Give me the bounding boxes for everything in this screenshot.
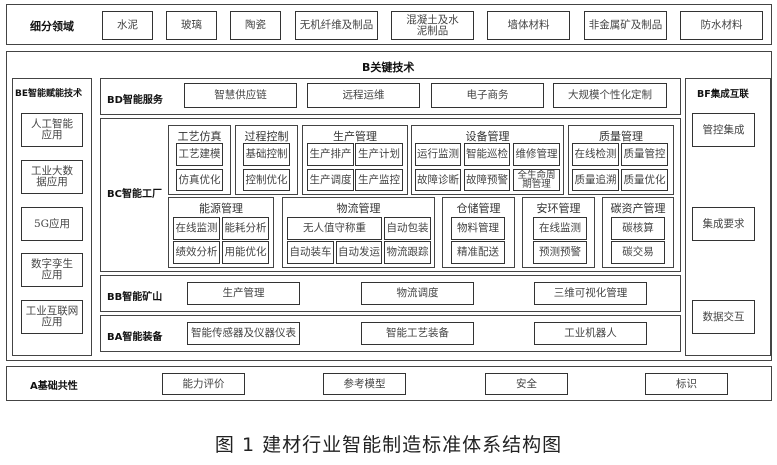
ba-item: 工业机器人	[534, 322, 647, 345]
bc-item: 智能巡检	[464, 143, 510, 166]
bc-item: 故障诊断	[415, 169, 461, 191]
bc-item: 质量优化	[621, 169, 668, 191]
bc-item: 生产调度	[307, 169, 354, 191]
a-title: A基础共性	[30, 381, 78, 392]
be-item: 人工智能应用	[21, 113, 83, 147]
a-item: 参考模型	[323, 373, 406, 395]
bf-item: 集成要求	[692, 207, 755, 241]
be-item: 工业大数据应用	[21, 160, 83, 194]
bd-item: 电子商务	[431, 83, 544, 108]
bc-item: 精准配送	[451, 241, 505, 264]
bf-item: 管控集成	[692, 113, 755, 147]
bc-item: 能耗分析	[222, 217, 269, 240]
segment-box: 墙体材料	[487, 11, 570, 40]
bc-item: 维修管理	[513, 143, 560, 166]
bc-item: 生产计划	[355, 143, 403, 166]
bb-item: 生产管理	[187, 282, 300, 305]
group-title: 能源管理	[199, 202, 243, 215]
bc-item: 质量追溯	[572, 169, 619, 191]
figure-caption: 图 1 建材行业智能制造标准体系结构图	[214, 434, 563, 456]
be-item: 5G应用	[21, 207, 83, 241]
ba-item: 智能工艺装备	[361, 322, 474, 345]
segment-box: 非金属矿及制品	[584, 11, 667, 40]
segment-box: 玻璃	[166, 11, 217, 40]
be-item: 数字孪生应用	[21, 253, 83, 287]
bc-item: 用能优化	[222, 241, 269, 264]
bc-item: 物料管理	[451, 217, 505, 240]
bc-item: 在线检测	[572, 143, 619, 166]
bd-item: 远程运维	[307, 83, 420, 108]
bc-item: 在线监测	[533, 217, 587, 240]
a-item: 能力评价	[162, 373, 245, 395]
bd-title: BD智能服务	[107, 95, 163, 106]
bc-item: 碳交易	[611, 241, 665, 264]
group-title: 生产管理	[333, 130, 377, 143]
group-title: 工艺仿真	[177, 130, 222, 143]
bc-item: 控制优化	[243, 169, 290, 191]
bc-item: 在线监测	[173, 217, 220, 240]
key-tech-title: B关键技术	[362, 61, 415, 74]
a-item: 标识	[645, 373, 728, 395]
bc-item: 预测预警	[533, 241, 587, 264]
bc-item: 无人值守称重	[287, 217, 382, 240]
segments-label: 细分领域	[30, 20, 74, 33]
bc-item: 质量管控	[621, 143, 668, 166]
bc-item: 碳核算	[611, 217, 665, 240]
group-title: 安环管理	[536, 202, 581, 215]
bc-item: 运行监测	[415, 143, 461, 166]
segment-box: 陶瓷	[230, 11, 281, 40]
bf-title: BF集成互联	[697, 89, 749, 100]
ba-item: 智能传感器及仪器仪表	[187, 322, 300, 345]
segment-box: 防水材料	[680, 11, 763, 40]
bd-item: 智慧供应链	[184, 83, 297, 108]
segment-box: 混凝土及水泥制品	[391, 11, 474, 40]
bc-item: 仿真优化	[176, 169, 223, 191]
a-item: 安全	[485, 373, 568, 395]
bf-item: 数据交互	[692, 300, 755, 334]
bb-item: 三维可视化管理	[534, 282, 647, 305]
bc-item: 生产监控	[355, 169, 403, 191]
bc-item: 故障预警	[464, 169, 510, 191]
bb-item: 物流调度	[361, 282, 474, 305]
bc-item: 自动包装	[384, 217, 431, 240]
group-title: 过程控制	[244, 130, 289, 143]
ba-title: BA智能装备	[107, 332, 163, 343]
group-title: 碳资产管理	[610, 202, 666, 215]
group-title: 质量管理	[599, 130, 643, 143]
group-title: 设备管理	[465, 130, 510, 143]
segment-box: 水泥	[102, 11, 153, 40]
bc-item: 绩效分析	[173, 241, 220, 264]
group-title: 物流管理	[336, 202, 381, 215]
be-item: 工业互联网应用	[21, 300, 83, 334]
be-title: BE智能赋能技术	[15, 89, 83, 99]
bc-item: 基础控制	[243, 143, 290, 166]
bc-item: 物流跟踪	[384, 241, 431, 264]
bc-item: 自动装车	[287, 241, 334, 264]
bb-title: BB智能矿山	[107, 292, 163, 303]
bc-item: 全生命周期管理	[513, 169, 560, 191]
bc-title: BC智能工厂	[107, 189, 162, 200]
group-title: 仓储管理	[456, 202, 501, 215]
bc-item: 工艺建模	[176, 143, 223, 166]
bd-item: 大规模个性化定制	[553, 83, 667, 108]
bc-item: 自动发运	[336, 241, 382, 264]
segment-box: 无机纤维及制品	[295, 11, 378, 40]
bc-item: 生产排产	[307, 143, 354, 166]
